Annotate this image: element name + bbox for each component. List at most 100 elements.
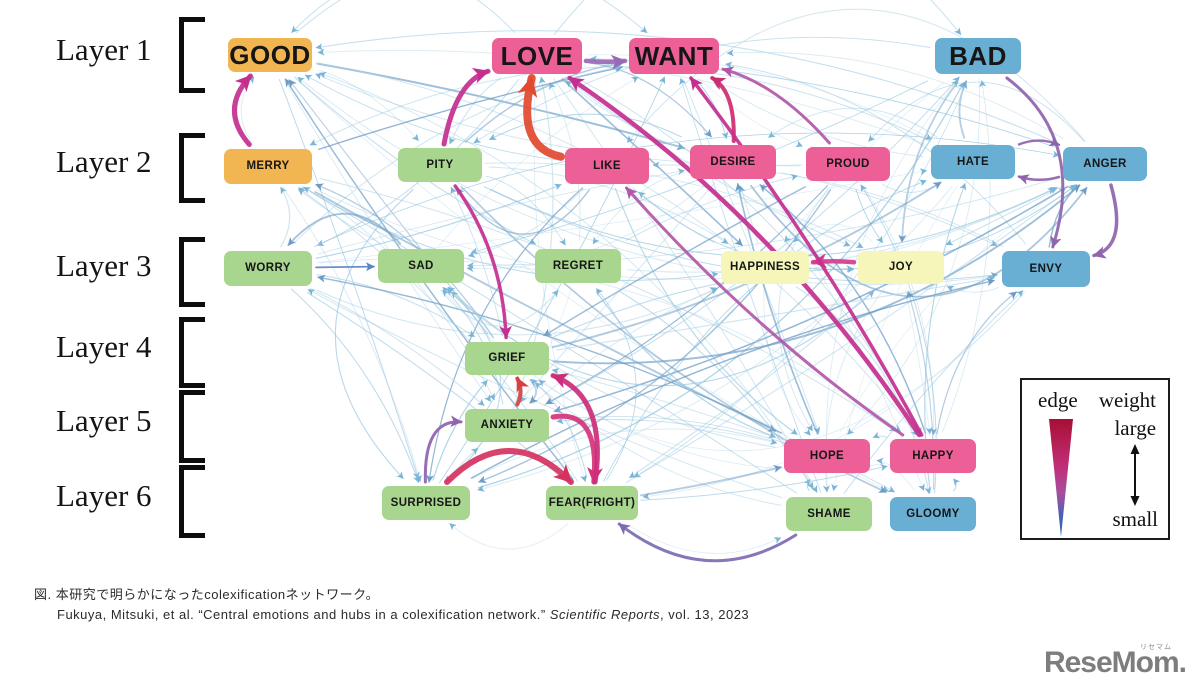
caption-line1: 図. 本研究で明らかになったcolexificationネットワーク。 — [34, 587, 380, 602]
legend-body: large small — [1022, 413, 1168, 539]
edge — [632, 187, 855, 273]
edge — [438, 76, 639, 247]
edge — [642, 291, 1026, 500]
legend-large-label: large — [1114, 416, 1157, 440]
edge — [319, 70, 419, 142]
edge — [721, 66, 831, 145]
layer-label-6: Layer 6 — [56, 478, 152, 513]
edge — [468, 188, 585, 258]
resemom-wordmark: ReseMom. — [1043, 646, 1187, 679]
edge — [689, 76, 924, 437]
edge — [860, 184, 937, 494]
edge — [291, 0, 516, 33]
edge — [446, 288, 502, 481]
edge — [489, 113, 682, 140]
edge — [280, 186, 291, 248]
edge — [297, 76, 998, 286]
citation-journal: Scientific Reports — [549, 607, 660, 623]
edge — [904, 288, 933, 435]
edge — [958, 80, 968, 139]
layer-label-5: Layer 5 — [56, 403, 152, 438]
edge — [317, 168, 685, 255]
edge — [426, 187, 584, 483]
edge — [872, 431, 888, 439]
edge — [735, 183, 819, 435]
edge — [924, 182, 967, 493]
edge — [334, 189, 414, 479]
edge — [317, 48, 926, 145]
citation-text: Fukuya, Mitsuki, et al. “Central emotion… — [57, 607, 550, 623]
edge — [556, 275, 995, 351]
citation-volume: , vol. 13, 2023 — [659, 607, 750, 623]
edge — [625, 186, 905, 437]
edge — [726, 49, 1064, 140]
edge — [628, 291, 873, 479]
edge — [840, 188, 1066, 432]
legend-small-label: small — [1112, 507, 1159, 532]
edge — [553, 185, 1069, 414]
edge — [768, 107, 938, 138]
edge — [450, 291, 776, 448]
edge — [550, 373, 600, 485]
edge — [942, 80, 991, 433]
edge — [441, 67, 491, 147]
edge — [583, 54, 628, 70]
edge — [282, 187, 422, 483]
edge — [315, 73, 803, 166]
edge — [630, 526, 782, 554]
edge — [315, 30, 1060, 145]
edge — [453, 184, 512, 340]
edge — [444, 448, 574, 485]
edge — [692, 80, 925, 492]
edge — [725, 61, 1027, 245]
edge — [561, 78, 743, 247]
layer-bracket-5 — [179, 390, 205, 463]
edge — [596, 288, 637, 481]
edge — [553, 78, 818, 493]
layer-label-1: Layer 1 — [56, 32, 152, 67]
figure-caption: 図. 本研究で明らかになったcolexificationネットワーク。 Fuku… — [34, 585, 749, 625]
edge — [316, 288, 718, 336]
edge — [304, 74, 563, 161]
layer-label-2: Layer 2 — [56, 144, 152, 179]
edge — [317, 274, 783, 434]
edge — [295, 0, 648, 34]
edge — [534, 382, 588, 479]
edge — [315, 262, 375, 272]
layer-label-3: Layer 3 — [56, 248, 152, 283]
edge — [449, 523, 569, 550]
edge — [517, 74, 565, 161]
legend-title: edge weight — [1022, 380, 1168, 413]
edge — [290, 288, 420, 484]
double-arrow-icon — [1130, 444, 1140, 507]
edge — [315, 183, 562, 259]
edge — [470, 278, 995, 479]
edge — [456, 187, 590, 235]
edge — [1092, 183, 1119, 259]
edge — [713, 81, 924, 157]
layer-bracket-1 — [179, 17, 205, 93]
edge — [551, 368, 781, 441]
edge — [831, 185, 958, 492]
legend-scale: large small — [1112, 416, 1159, 539]
edge — [710, 76, 736, 143]
edge — [868, 81, 1085, 142]
edge — [679, 77, 822, 494]
edge — [1005, 76, 1065, 249]
edge — [759, 184, 927, 434]
edge — [862, 185, 938, 436]
edge — [810, 253, 857, 269]
layer-bracket-3 — [179, 237, 205, 307]
edge — [589, 62, 712, 138]
edge — [603, 179, 927, 482]
edge — [627, 187, 1058, 273]
edge — [287, 212, 402, 247]
edge — [477, 81, 965, 489]
edge — [803, 478, 811, 491]
legend-box: edge weight large — [1020, 378, 1170, 540]
edge — [567, 75, 922, 438]
edge — [697, 77, 803, 148]
layer-bracket-4 — [179, 317, 205, 388]
edge — [617, 522, 798, 563]
